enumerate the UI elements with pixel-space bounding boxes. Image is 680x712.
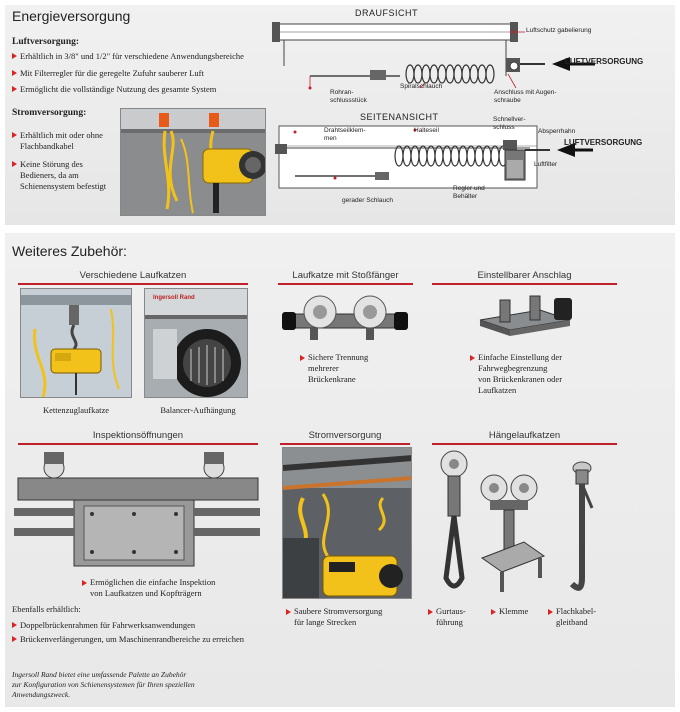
footer-note: Ingersoll Rand bietet eine umfassende Pa… [12,670,195,699]
bullet-marker [300,355,305,361]
label-spiralschlauch: Spiralschlauch [400,83,443,90]
hoist-illustration [121,109,265,215]
also-item: Brückenverlängerungen, um Maschinenrandb… [12,634,257,645]
bullet-marker [286,609,291,615]
label-luftfilter: Luftfilter [534,161,558,168]
hoist-photo [120,108,266,216]
flachkabel-caption: Flachkabel-gleitband [548,606,618,628]
power-bullet: Erhältlich mit oder ohne Flachbandkabel [12,130,112,152]
hanging-trolleys-illustration [440,450,594,592]
anschlag-rule [432,283,617,285]
side-view-diagram [275,125,593,189]
label-gerader-schlauch: gerader Schlauch [342,197,393,204]
balancer-photo: Ingersoll Rand [144,288,248,398]
gurt-caption: Gurtaus-führung [428,606,488,628]
bullet-marker [470,355,475,361]
label-schnellverschluss: Schnellver-schluss [493,116,526,131]
inspektion-heading: Inspektionsöffnungen [92,430,184,441]
air-bullet: Mit Filterregler für die geregelte Zufuh… [12,68,292,79]
power-heading: Stromversorgung: [12,108,87,118]
also-heading: Ebenfalls erhältlich: [12,604,81,614]
end-stop-illustration [479,295,572,336]
label-anschluss: Anschluss mit Augen-schraube [494,89,557,104]
anschlag-heading: Einstellbarer Anschlag [477,270,572,281]
power-bullet: Keine Störung des Bedieners, da am Schie… [12,159,112,192]
chain-hoist-photo [20,288,132,398]
balancer-illustration [145,289,247,397]
side-view-title: SEITENANSICHT [360,112,439,122]
air-bullet: Erhältlich in 3/8" und 1/2" für verschie… [12,51,292,62]
stossfaenger-heading: Laufkatze mit Stoßfänger [292,270,399,281]
strom-heading: Stromversorgung [308,430,382,441]
inspection-opening-illustration [14,452,260,567]
air-bullet: Ermöglicht die vollständige Nutzung des … [12,84,292,95]
brand-logo: Ingersoll Rand [153,295,195,301]
chain-hoist-illustration [21,289,131,397]
label-halteseil: Halteseil [414,127,439,134]
bumper-trolley-illustration [282,295,408,340]
label-luftschutz: Luftschutz gabelierung [526,27,592,34]
laufkatzen-heading: Verschiedene Laufkatzen [79,270,187,281]
accessories-title: Weiteres Zubehör: [12,243,127,259]
bullet-marker [548,609,553,615]
power-supply-photo [282,447,412,599]
strom-rule [280,443,410,445]
chain-hoist-caption: Kettenzuglaufkatze [42,405,110,415]
label-absperrhahn: Absperrhahn [538,128,576,135]
power-supply-illustration [283,448,411,598]
laufkatzen-rule [18,283,248,285]
top-view-title: DRAUFSICHT [355,8,418,18]
bullet-marker [428,609,433,615]
bullet-marker [491,609,496,615]
bullet-marker [82,580,87,586]
label-drahtseil: Drahtseilklem-men [324,127,366,142]
balancer-caption: Balancer-Aufhängung [160,405,236,415]
klemme-caption: Klemme [491,606,541,617]
energy-title: Energieversorgung [12,8,131,24]
top-view-diagram [272,22,595,90]
label-rohranschluss: Rohran-schlussstück [330,89,367,104]
label-luftversorgung-top: LUFTVERSORGUNG [565,57,644,66]
stossfaenger-rule [278,283,413,285]
inspektion-rule [18,443,258,445]
air-heading: Luftversorgung: [12,37,80,47]
label-luftversorgung-side: LUFTVERSORGUNG [564,138,643,147]
haenge-rule [432,443,617,445]
also-item: Doppelbrückenrahmen für Fahrwerksanwendu… [12,620,257,631]
haenge-heading: Hängelaufkatzen [488,430,561,441]
